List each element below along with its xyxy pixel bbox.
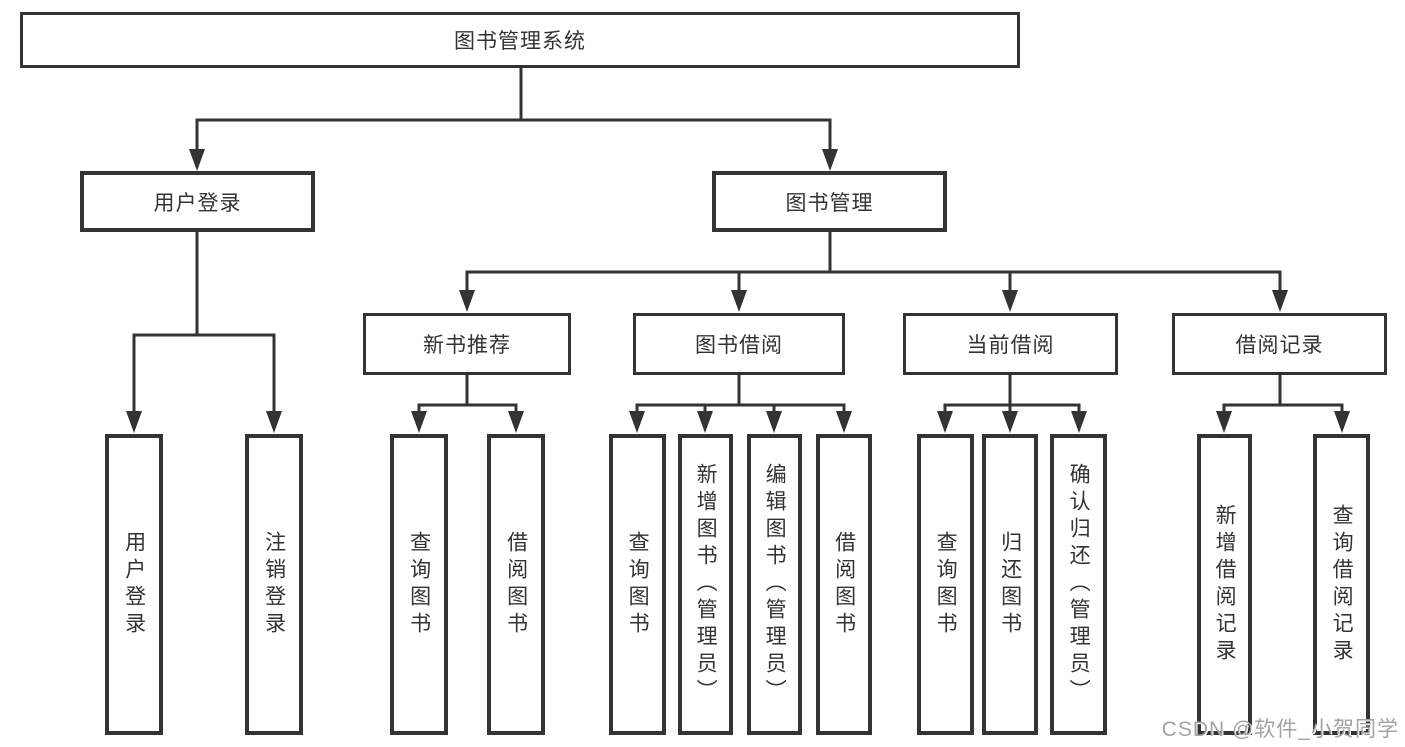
leaf-edit-book-admin: 编辑图书（管理员） <box>747 434 802 735</box>
node-book-management-system: 图书管理系统 <box>20 12 1020 68</box>
watermark: CSDN @软件_小贺同学 <box>1161 718 1399 741</box>
leaf-query-books-current: 查询图书 <box>917 434 974 735</box>
connector-borrowing-records <box>1222 373 1344 415</box>
node-book-management: 图书管理 <box>712 171 947 232</box>
connector-strokes <box>132 66 1344 415</box>
leaf-logout: 注销登录 <box>245 434 303 735</box>
connector-user-login <box>132 230 276 415</box>
leaf-query-borrow-record: 查询借阅记录 <box>1313 434 1370 735</box>
node-book-borrowing: 图书借阅 <box>633 313 845 375</box>
connector-book-borrowing <box>635 373 846 415</box>
leaf-add-borrow-record: 新增借阅记录 <box>1197 434 1252 735</box>
connector-root <box>195 66 832 153</box>
node-borrowing-records: 借阅记录 <box>1172 313 1387 375</box>
node-user-login: 用户登录 <box>80 171 315 232</box>
leaf-query-books-recommend: 查询图书 <box>390 434 448 735</box>
leaf-user-login: 用户登录 <box>105 434 163 735</box>
connector-new-book-recommend <box>417 373 518 415</box>
node-current-borrowing: 当前借阅 <box>903 313 1118 375</box>
leaf-return-books: 归还图书 <box>982 434 1038 735</box>
leaf-query-books-borrowing: 查询图书 <box>609 434 666 735</box>
arrowhead-down-icons <box>126 149 1350 433</box>
node-new-book-recommend: 新书推荐 <box>363 313 571 375</box>
leaf-borrow-books-borrowing: 借阅图书 <box>816 434 872 735</box>
connector-book-management <box>465 230 1282 295</box>
connector-current-borrowing <box>943 373 1081 415</box>
leaf-borrow-books-recommend: 借阅图书 <box>487 434 545 735</box>
leaf-confirm-return-admin: 确认归还（管理员） <box>1050 434 1107 735</box>
leaf-add-book-admin: 新增图书（管理员） <box>678 434 733 735</box>
